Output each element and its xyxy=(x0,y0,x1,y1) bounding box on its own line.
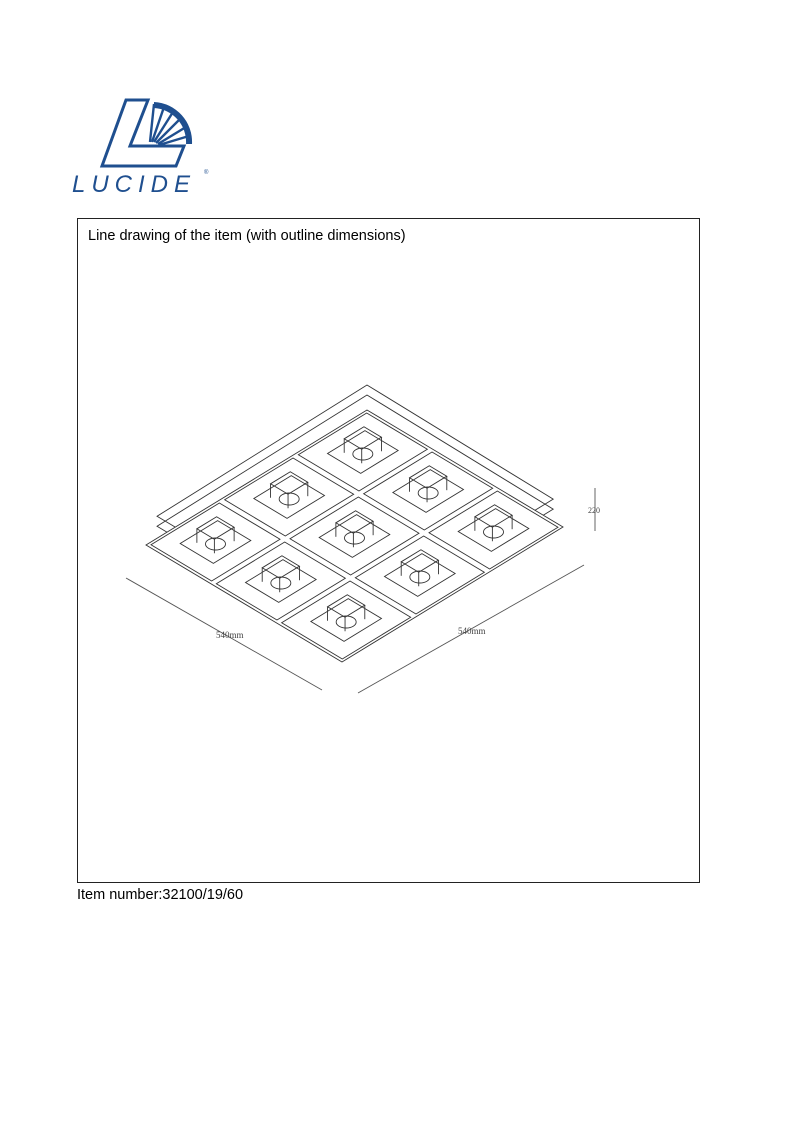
dimension-depth-label: 540mm xyxy=(458,626,486,636)
light-tile xyxy=(150,502,281,582)
spot-lens xyxy=(409,570,431,584)
spot-recess-inner xyxy=(474,504,513,528)
light-tile xyxy=(280,580,412,660)
spot-recess-outer xyxy=(252,475,326,519)
line-drawing-frame: Line drawing of the item (with outline d… xyxy=(77,218,700,883)
spot-recess-outer xyxy=(383,553,457,597)
spot-recess-outer xyxy=(457,508,530,552)
spot-recess-outer xyxy=(309,598,383,642)
svg-text:®: ® xyxy=(204,169,209,176)
spot-recess-inner xyxy=(196,516,235,540)
svg-text:LUCIDE: LUCIDE xyxy=(72,171,196,198)
spot-recess-outer xyxy=(326,430,400,474)
frame-title: Line drawing of the item (with outline d… xyxy=(88,228,406,244)
light-tile xyxy=(289,496,420,576)
dimension-width-label: 540mm xyxy=(216,630,244,640)
spot-lens xyxy=(335,615,357,629)
spot-recess-outer xyxy=(318,514,391,558)
light-tile xyxy=(354,535,486,615)
spot-recess-inner xyxy=(408,465,448,489)
dimension-depth-arrow xyxy=(357,564,585,694)
lucide-logo: LUCIDE ® xyxy=(72,98,209,198)
spot-recess-inner xyxy=(335,510,374,534)
spot-recess-inner xyxy=(326,594,366,618)
spot-lens xyxy=(417,486,439,500)
dimension-width-arrow xyxy=(125,577,323,691)
light-tile xyxy=(297,412,429,492)
light-tile xyxy=(428,490,559,570)
dimension-height-label: 220 xyxy=(588,506,600,515)
light-tile xyxy=(215,541,347,621)
front-plate xyxy=(145,409,564,663)
light-tile xyxy=(223,457,355,537)
spot-recess-inner xyxy=(400,549,440,573)
spot-recess-outer xyxy=(391,469,465,513)
spot-lens xyxy=(278,492,300,506)
spot-recess-inner xyxy=(269,471,309,495)
spot-recess-inner xyxy=(261,555,301,579)
spot-lens xyxy=(483,525,504,539)
spot-recess-outer xyxy=(244,559,318,603)
light-tile xyxy=(362,451,494,531)
spot-lens xyxy=(352,447,374,461)
spot-recess-outer xyxy=(179,520,252,564)
spot-lens xyxy=(270,576,292,590)
item-number: Item number:32100/19/60 xyxy=(77,887,244,903)
spot-lens xyxy=(344,531,365,545)
spot-lens xyxy=(205,537,226,551)
spot-recess-inner xyxy=(343,426,383,450)
